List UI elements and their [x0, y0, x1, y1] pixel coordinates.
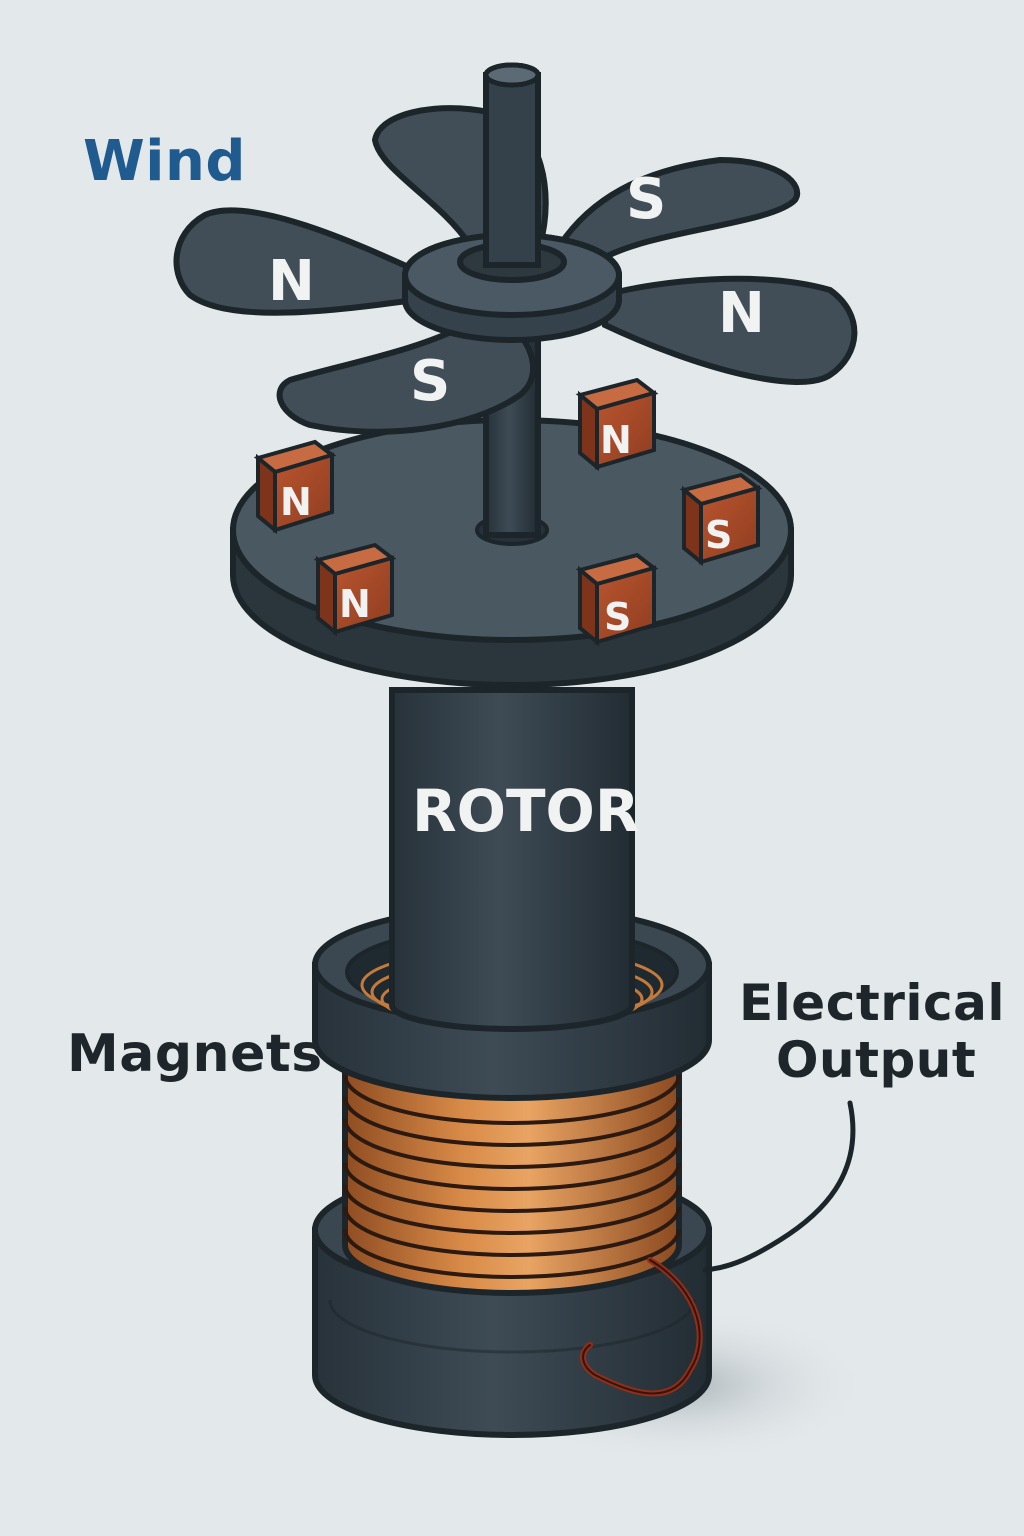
blade-pole-label: S: [626, 167, 666, 232]
electrical-output-label-line2: Output: [776, 1031, 976, 1089]
magnet-blocks: N N N S: [253, 377, 763, 647]
magnet-block: N: [253, 439, 337, 535]
magnet-block: N: [575, 377, 659, 472]
electrical-output-label-line1: Electrical: [739, 974, 1005, 1032]
magnet-block: S: [575, 552, 659, 647]
magnet-block: S: [679, 472, 763, 567]
magnet-pole-label: S: [705, 513, 732, 557]
blade-pole-label: N: [718, 281, 765, 346]
rotor-label: ROTOR: [412, 777, 640, 845]
blade-left: [173, 207, 418, 316]
magnet-pole-label: N: [600, 418, 632, 462]
magnet-pole-label: S: [604, 595, 631, 639]
magnet-pole-label: N: [339, 582, 371, 626]
blade-right: [602, 275, 858, 385]
magnets-label: Magnets: [67, 1024, 323, 1084]
blade-pole-label: N: [268, 249, 315, 314]
shaft-cap: [483, 62, 541, 88]
output-wire-shadow: [582, 1259, 701, 1395]
wind-label: Wind: [83, 129, 246, 194]
magnet-block: N: [313, 542, 397, 637]
copper-coil: [342, 1047, 682, 1296]
magnet-pole-label: N: [280, 480, 312, 524]
fan-blades: [173, 105, 858, 435]
electrical-output-leader: [702, 1100, 856, 1273]
blade-bottom: [276, 322, 537, 435]
blade-pole-label: S: [410, 349, 450, 414]
blade-right-top: [555, 156, 800, 264]
shaft-upper: [483, 72, 541, 268]
rotor-column: [389, 687, 635, 1032]
